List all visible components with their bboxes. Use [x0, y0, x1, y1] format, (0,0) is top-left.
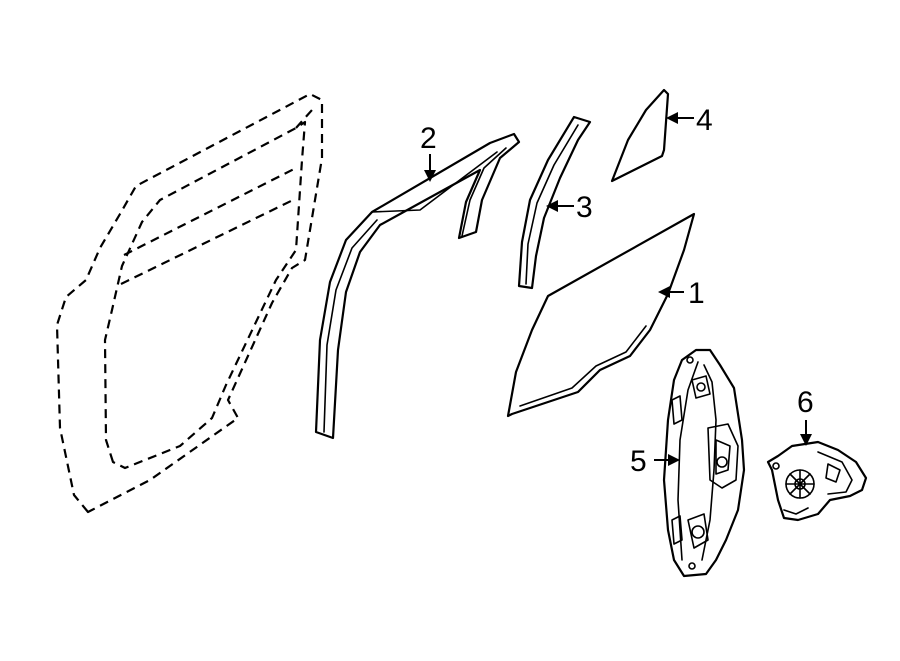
- division-channel-part-3: [517, 115, 592, 290]
- callout-label-6: 6: [797, 386, 814, 419]
- run-channel-part-2: [314, 132, 521, 440]
- callout-6: 6: [797, 386, 814, 446]
- window-regulator-part-5: [662, 348, 746, 578]
- quarter-glass-part-4: [610, 88, 670, 183]
- callout-5: 5: [630, 445, 680, 478]
- door-shell-outline: [55, 92, 324, 514]
- callout-label-2: 2: [420, 122, 437, 155]
- callout-label-3: 3: [576, 191, 593, 224]
- regulator-motor-part-6: [766, 440, 868, 522]
- callout-label-4: 4: [696, 104, 713, 137]
- callout-1: 1: [658, 277, 705, 310]
- callout-4: 4: [666, 104, 713, 137]
- callout-3: 3: [546, 191, 593, 224]
- callout-label-5: 5: [630, 445, 647, 478]
- callout-2: 2: [420, 122, 437, 182]
- callout-label-1: 1: [688, 277, 705, 310]
